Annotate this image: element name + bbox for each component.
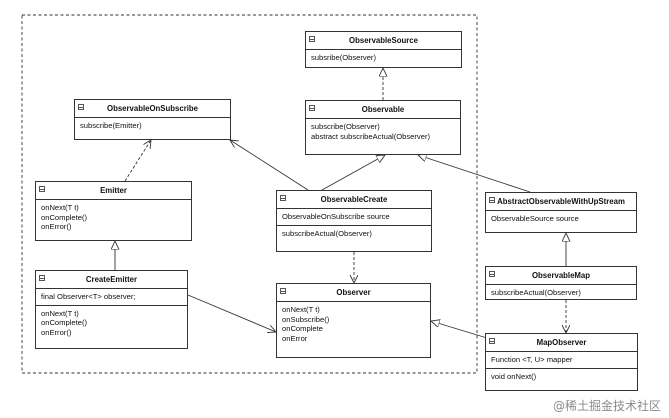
class-member: abstract subscribeActual(Observer): [311, 131, 431, 141]
class-icon: [78, 104, 84, 110]
class-member: Function <T, U> mapper: [491, 355, 573, 364]
class-name: Emitter: [36, 182, 191, 200]
class-section: onNext(T t)onComplete()onError(): [36, 200, 191, 235]
class-name-text: AbstractObservableWithUpStream: [497, 197, 625, 206]
class-member: subscribe(Observer): [311, 122, 380, 131]
class-name: MapObserver: [486, 334, 637, 352]
class-section: Function <T, U> mapper: [486, 352, 637, 369]
class-observable-map: ObservableMap subscribeActual(Observer): [485, 266, 637, 300]
class-member: onError(): [41, 327, 72, 337]
class-section: subscribeActual(Observer): [486, 285, 636, 301]
class-member: ObservableSource source: [491, 214, 579, 223]
class-name: Observable: [306, 101, 460, 119]
class-section: subscribe(Emitter): [75, 118, 230, 134]
class-section: void onNext(): [486, 369, 637, 385]
inheritance-map-observer-to-observer: [431, 321, 488, 339]
dependency-emitter-to-on-subscribe: [124, 140, 151, 182]
inheritance-upstream-to-observable: [418, 155, 531, 193]
class-icon: [489, 271, 495, 277]
class-member: onNext(T t): [41, 203, 79, 212]
class-name-text: ObservableMap: [531, 271, 591, 280]
class-observable: Observable subscribe(Observer)abstract su…: [305, 100, 461, 155]
class-icon: [280, 195, 286, 201]
class-name: Observer: [277, 284, 430, 302]
class-member: ObservableOnSubscribe source: [282, 212, 390, 221]
class-observable-source: ObservableSource subsribe(Observer): [305, 31, 462, 68]
class-name: ObservableOnSubscribe: [75, 100, 230, 118]
class-icon: [309, 105, 315, 111]
class-icon: [309, 36, 315, 42]
class-emitter: Emitter onNext(T t)onComplete()onError(): [35, 181, 192, 241]
class-section: onNext(T t)onComplete()onError(): [36, 306, 187, 341]
class-name-text: Observer: [336, 288, 371, 297]
watermark: @稀土掘金技术社区: [552, 399, 661, 413]
class-name-text: ObservableCreate: [320, 195, 388, 204]
class-member: onNext(T t): [41, 308, 79, 318]
association-create-to-on-subscribe: [230, 140, 309, 191]
class-name: AbstractObservableWithUpStream: [486, 193, 636, 211]
class-member: subscribe(Emitter): [80, 121, 142, 130]
class-create-emitter: CreateEmitter final Observer<T> observer;…: [35, 270, 188, 349]
class-section: final Observer<T> observer;: [36, 289, 187, 306]
class-member: final Observer<T> observer;: [41, 292, 136, 301]
class-member: onNext(T t): [282, 305, 320, 314]
class-member: void onNext(): [491, 371, 537, 381]
class-observer: Observer onNext(T t)onSubscribe()onComple…: [276, 283, 431, 358]
class-observable-on-subscribe: ObservableOnSubscribe subscribe(Emitter): [74, 99, 231, 140]
class-icon: [489, 338, 495, 344]
class-icon: [39, 275, 45, 281]
class-section: ObservableOnSubscribe source: [277, 209, 431, 226]
class-member: subscribeActual(Observer): [282, 228, 372, 238]
class-icon: [489, 197, 495, 203]
class-name-text: Emitter: [100, 186, 127, 195]
class-icon: [280, 288, 286, 294]
association-create-emitter-to-observer: [187, 294, 276, 332]
class-member: subsribe(Observer): [311, 53, 376, 62]
class-name-text: Observable: [361, 105, 405, 114]
class-icon: [39, 186, 45, 192]
class-member: onError(): [41, 222, 72, 232]
class-name: ObservableMap: [486, 267, 636, 285]
class-member: onError: [282, 333, 308, 343]
inheritance-create-to-observable: [321, 155, 385, 191]
class-name: CreateEmitter: [36, 271, 187, 289]
class-section: subscribeActual(Observer): [277, 226, 431, 242]
class-section: subsribe(Observer): [306, 50, 461, 66]
class-member: onComplete: [282, 324, 323, 334]
class-member: onComplete(): [41, 212, 88, 222]
class-section: subscribe(Observer)abstract subscribeAct…: [306, 119, 460, 144]
class-name-text: CreateEmitter: [85, 275, 138, 284]
package-boundary: [21, 14, 478, 374]
class-name-text: ObservableSource: [349, 36, 418, 45]
class-member: subscribeActual(Observer): [491, 288, 581, 297]
class-name-text: ObservableOnSubscribe: [107, 104, 198, 113]
class-name: ObservableCreate: [277, 191, 431, 209]
class-member: onSubscribe(): [282, 314, 330, 324]
class-section: ObservableSource source: [486, 211, 636, 227]
class-name-text: MapObserver: [536, 338, 587, 347]
class-name: ObservableSource: [306, 32, 461, 50]
class-member: onComplete(): [41, 318, 88, 328]
